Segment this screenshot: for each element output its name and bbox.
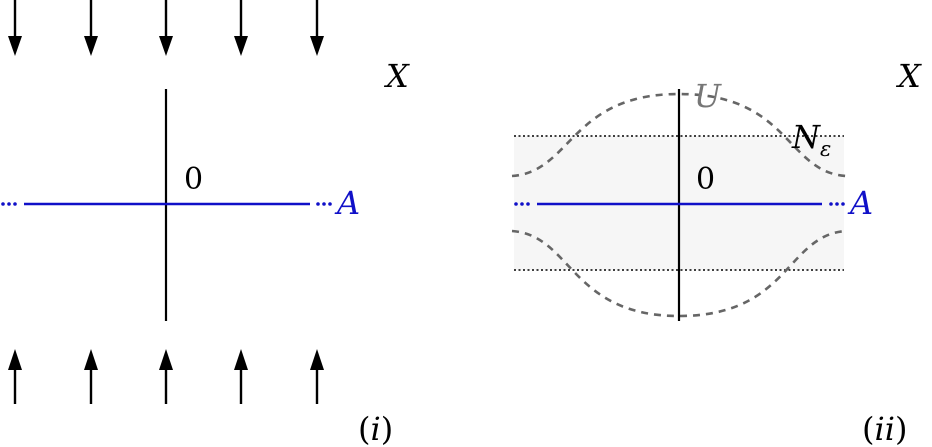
neighborhood-label-sub: ε xyxy=(820,137,831,161)
space-label-ii: X xyxy=(895,57,922,95)
down-arrow-3 xyxy=(159,0,173,56)
set-a-right-dots xyxy=(316,202,332,206)
panel-label-close: ) xyxy=(381,410,393,447)
panel-label: (i) xyxy=(358,410,393,447)
set-a-left-dots-ii xyxy=(514,202,530,206)
up-arrow-2 xyxy=(84,349,98,404)
space-label: X xyxy=(383,57,410,95)
set-a-left-dots xyxy=(1,202,17,206)
neighborhood-label: Nε xyxy=(791,118,831,161)
set-a-line xyxy=(1,202,332,206)
downward-arrows xyxy=(8,0,324,56)
open-set-lower-boundary xyxy=(511,229,847,318)
neighborhood-label-base: N xyxy=(791,118,821,156)
panel-label-var: i xyxy=(370,410,380,447)
panel-label-ii-open: ( xyxy=(862,410,874,447)
set-a-line-ii xyxy=(514,202,845,206)
upward-arrows xyxy=(8,349,324,404)
panel-label-open: ( xyxy=(358,410,370,447)
panel-ii: X U Nε 0 A (ii) xyxy=(511,57,922,447)
set-label-ii: A xyxy=(847,184,873,222)
set-a-right-dots-ii xyxy=(829,202,845,206)
up-arrow-4 xyxy=(234,349,248,404)
up-arrow-1 xyxy=(8,349,22,404)
panel-label-ii: (ii) xyxy=(862,410,907,447)
down-arrow-2 xyxy=(84,0,98,56)
panel-label-ii-close: ) xyxy=(895,410,907,447)
panel-label-ii-var: ii xyxy=(874,410,894,447)
panel-i: X 0 A (i) xyxy=(1,0,410,447)
down-arrow-4 xyxy=(234,0,248,56)
origin-label-ii: 0 xyxy=(696,162,715,197)
origin-label: 0 xyxy=(184,162,203,197)
down-arrow-5 xyxy=(310,0,324,56)
up-arrow-5 xyxy=(310,349,324,404)
set-label: A xyxy=(334,184,360,222)
up-arrow-3 xyxy=(159,349,173,404)
down-arrow-1 xyxy=(8,0,22,56)
open-set-label: U xyxy=(694,77,722,115)
